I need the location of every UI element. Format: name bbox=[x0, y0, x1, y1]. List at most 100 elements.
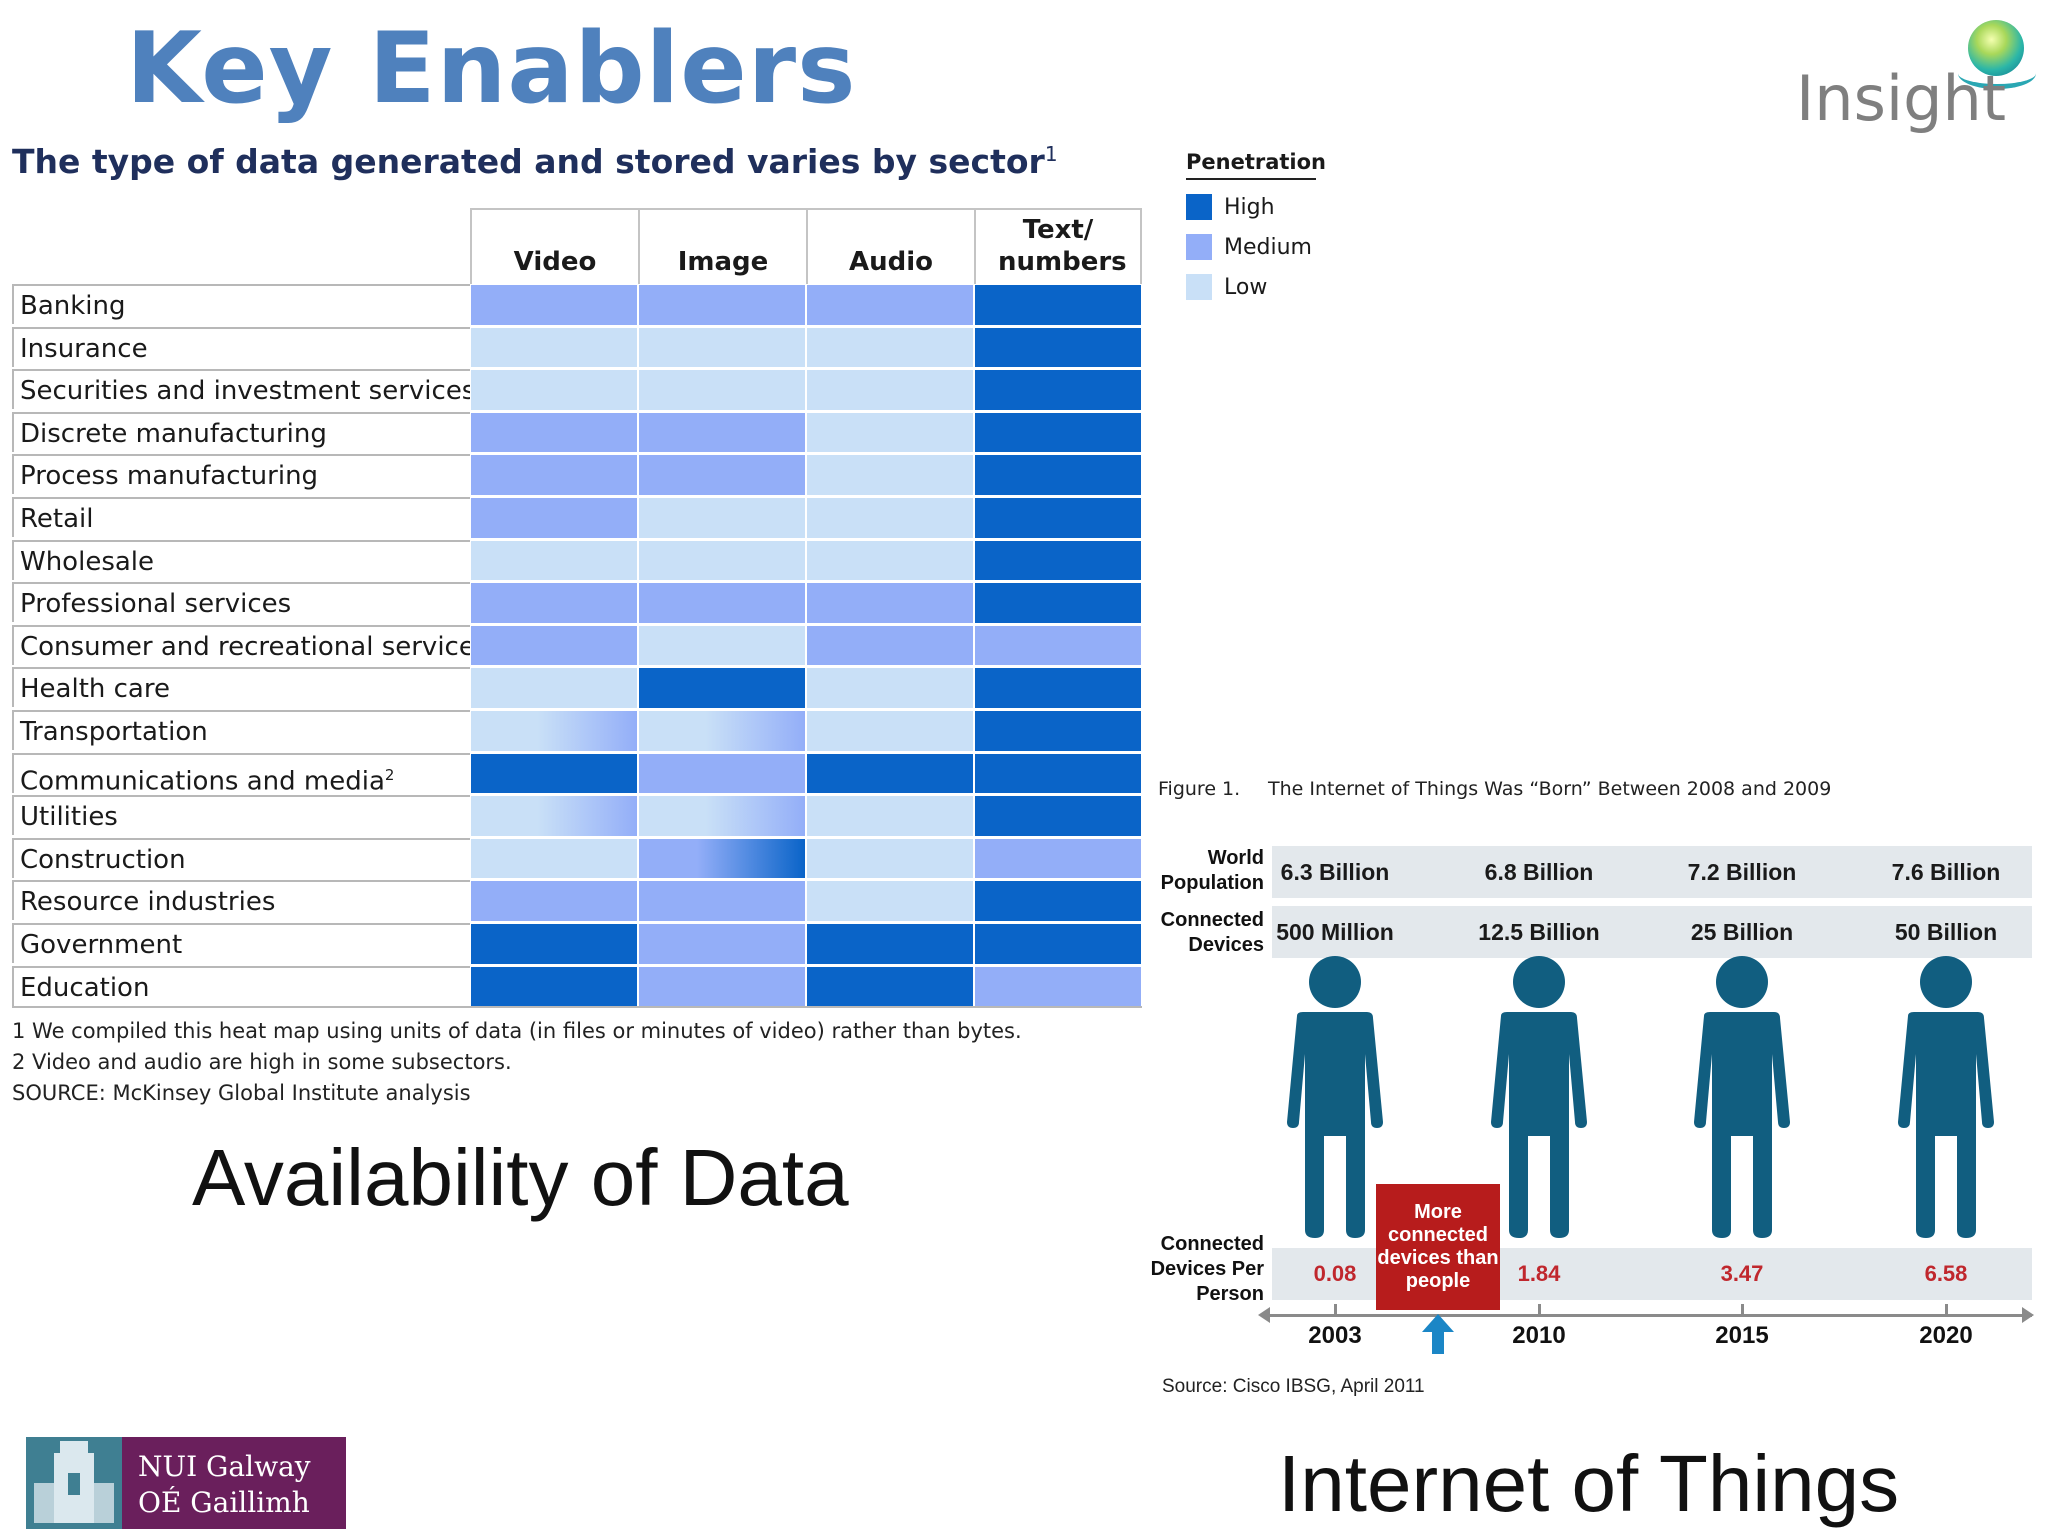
sector-row-label: Retail bbox=[12, 497, 470, 537]
heatmap-cell bbox=[638, 795, 806, 837]
per-person-label: Connected Devices Per Person bbox=[1150, 1233, 1264, 1305]
heatmap-cell bbox=[806, 667, 974, 709]
heatmap-cell bbox=[470, 369, 638, 411]
nui-crest-icon bbox=[26, 1437, 122, 1529]
timeline-axis bbox=[1266, 1314, 2032, 1317]
heatmap-source: SOURCE: McKinsey Global Institute analys… bbox=[12, 1081, 471, 1105]
heatmap-notes: 1 We compiled this heat map using units … bbox=[12, 1016, 1022, 1109]
heatmap-cell bbox=[806, 965, 974, 1008]
penetration-legend: Penetration High Medium Low bbox=[1186, 150, 1326, 300]
world-population-label: World Population bbox=[1160, 847, 1264, 894]
heatmap-cell bbox=[638, 624, 806, 667]
heatmap-cell bbox=[806, 454, 974, 496]
column-header: Audio bbox=[806, 208, 974, 284]
heatmap-cell bbox=[638, 965, 806, 1008]
heatmap-cell bbox=[974, 454, 1142, 496]
world-population-value: 7.6 Billion bbox=[1891, 859, 2001, 885]
heatmap-cell bbox=[974, 752, 1142, 795]
heatmap-cell bbox=[806, 752, 974, 795]
column-header: Text/ numbers bbox=[974, 208, 1142, 284]
year-label: 2003 bbox=[1308, 1322, 1362, 1349]
heatmap-cell bbox=[974, 411, 1142, 454]
heatmap-cell bbox=[470, 284, 638, 326]
person-icon bbox=[1287, 956, 1383, 1238]
heatmap-cell bbox=[470, 880, 638, 922]
legend-swatch-low bbox=[1186, 274, 1212, 300]
sector-row-label: Transportation bbox=[12, 710, 470, 750]
heatmap-cell bbox=[974, 539, 1142, 582]
heatmap-cell bbox=[638, 837, 806, 880]
person-icon bbox=[1491, 956, 1587, 1238]
heatmap-cell bbox=[638, 923, 806, 965]
heatmap-cell bbox=[470, 752, 638, 795]
sector-row-label: Health care bbox=[12, 667, 470, 708]
legend-swatch-medium bbox=[1186, 234, 1212, 260]
world-population-value: 6.8 Billion bbox=[1484, 859, 1594, 885]
nui-logo-line2: OÉ Gaillimh bbox=[138, 1486, 310, 1519]
sector-row-label: Process manufacturing bbox=[12, 454, 470, 495]
insight-orb-icon bbox=[1968, 20, 2024, 76]
column-header: Video bbox=[470, 208, 638, 284]
heatmap-cell bbox=[974, 923, 1142, 965]
heatmap-cell bbox=[470, 454, 638, 496]
heatmap-cell bbox=[470, 923, 638, 965]
heatmap-cell bbox=[974, 284, 1142, 326]
heatmap-subtitle: The type of data generated and stored va… bbox=[12, 142, 1058, 181]
heatmap-cell bbox=[974, 667, 1142, 709]
heatmap-cell bbox=[638, 369, 806, 411]
devices-per-person-value: 0.08 bbox=[1313, 1261, 1357, 1286]
connected-devices-value: 12.5 Billion bbox=[1478, 919, 1600, 945]
sector-row-label: Resource industries bbox=[12, 880, 470, 921]
heatmap-cell bbox=[806, 624, 974, 667]
connected-devices-value: 500 Million bbox=[1276, 919, 1394, 945]
person-icon bbox=[1898, 956, 1994, 1238]
arrow-right-icon bbox=[2022, 1307, 2034, 1323]
heatmap-cell bbox=[974, 582, 1142, 624]
year-label: 2010 bbox=[1512, 1322, 1566, 1349]
footnote-2: 2 Video and audio are high in some subse… bbox=[12, 1050, 512, 1074]
connected-devices-value: 50 Billion bbox=[1894, 919, 1998, 945]
sector-row-label: Professional services bbox=[12, 582, 470, 623]
heatmap-cell bbox=[974, 837, 1142, 880]
heatmap-cell bbox=[806, 880, 974, 922]
sector-row-label: Securities and investment services bbox=[12, 369, 470, 410]
heatmap-cell bbox=[638, 710, 806, 752]
heatmap-cell bbox=[806, 411, 974, 454]
caption-internet-of-things: Internet of Things bbox=[1278, 1439, 1900, 1528]
axis-tick bbox=[1538, 1304, 1541, 1316]
sector-row-label: Utilities bbox=[12, 795, 470, 836]
axis-tick bbox=[1334, 1304, 1337, 1316]
nui-galway-logo: NUI Galway OÉ Gaillimh bbox=[26, 1437, 346, 1529]
heatmap-cell bbox=[974, 369, 1142, 411]
person-icon bbox=[1694, 956, 1790, 1238]
heatmap-cell bbox=[806, 923, 974, 965]
connected-devices-band bbox=[1272, 906, 2032, 958]
heatmap-cell bbox=[806, 710, 974, 752]
sector-row-label: Government bbox=[12, 923, 470, 963]
sector-row-label: Discrete manufacturing bbox=[12, 411, 470, 452]
sector-row-label: Construction bbox=[12, 837, 470, 878]
heatmap-cell bbox=[806, 369, 974, 411]
heatmap-cell bbox=[470, 837, 638, 880]
heatmap-cell bbox=[638, 497, 806, 539]
heatmap-cell bbox=[806, 795, 974, 837]
heatmap-cell bbox=[638, 582, 806, 624]
heatmap-cell bbox=[974, 880, 1142, 922]
sector-row-label: Consumer and recreational services bbox=[12, 624, 470, 665]
heatmap-cell bbox=[470, 624, 638, 667]
sector-row-label: Education bbox=[12, 965, 470, 1006]
heatmap-cell bbox=[638, 752, 806, 795]
heatmap-cell bbox=[806, 284, 974, 326]
heatmap-cell bbox=[974, 965, 1142, 1008]
heatmap-cell bbox=[470, 710, 638, 752]
heatmap-cell bbox=[638, 539, 806, 582]
legend-swatch-high bbox=[1186, 194, 1212, 220]
heatmap-cell bbox=[806, 582, 974, 624]
more-devices-than-people-callout: More connected devices than people bbox=[1376, 1184, 1500, 1310]
legend-item-medium: Medium bbox=[1186, 234, 1316, 260]
legend-item-high: High bbox=[1186, 194, 1316, 220]
heatmap-cell bbox=[638, 454, 806, 496]
heatmap-cell bbox=[638, 284, 806, 326]
world-population-band bbox=[1272, 846, 2032, 898]
axis-tick bbox=[1741, 1304, 1744, 1316]
